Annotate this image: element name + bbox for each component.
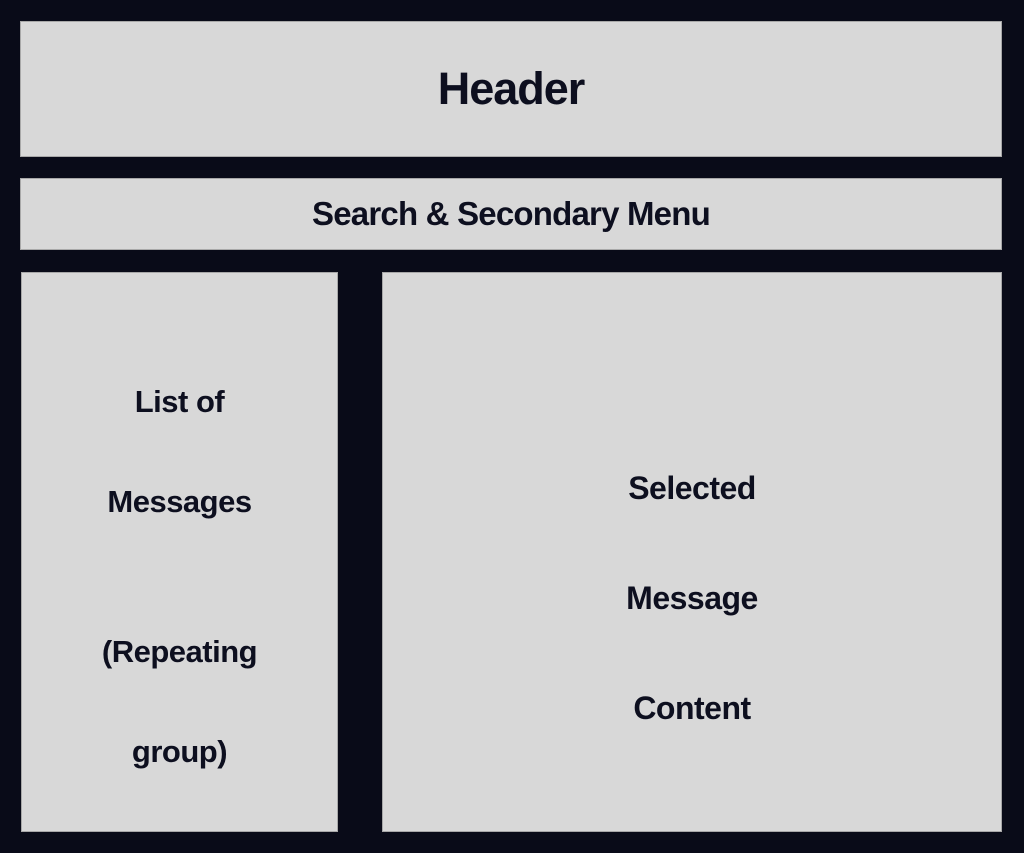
selected-message-labels: Selected Message Content [626, 406, 758, 736]
message-list-title-line2: Messages [107, 484, 252, 519]
selected-message-title-line2: Message [626, 580, 758, 616]
selected-message-title-line1: Selected [628, 470, 756, 506]
message-list-labels: List of Messages (Repeating group) [101, 327, 258, 777]
search-and-secondary-menu-label: Search & Secondary Menu [312, 195, 711, 232]
list-label-spacer [102, 527, 257, 577]
message-list-subtitle-line1: (Repeating [101, 634, 258, 669]
header-region[interactable]: Header [20, 21, 1002, 157]
selected-message-title-line3: Content [633, 690, 751, 726]
search-and-secondary-menu-region[interactable]: Search & Secondary Menu [20, 178, 1002, 250]
message-list-region[interactable]: List of Messages (Repeating group) [21, 272, 338, 832]
selected-message-content-region[interactable]: Selected Message Content [382, 272, 1002, 832]
message-list-subtitle-line2: group) [131, 734, 228, 769]
message-list-title-line1: List of [134, 384, 225, 419]
header-title: Header [437, 63, 586, 114]
